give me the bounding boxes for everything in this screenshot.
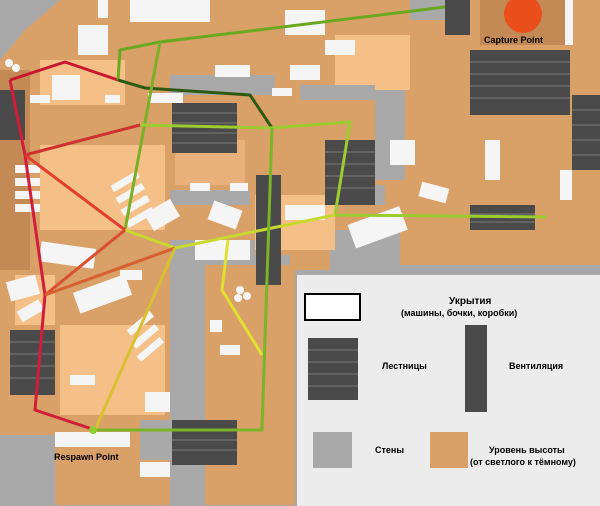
legend-walls-label: Стены	[375, 445, 405, 455]
capture-point-marker	[504, 0, 542, 33]
routes	[8, 5, 548, 432]
respawn-point-label: Respawn Point	[54, 452, 119, 462]
legend-cover-subtitle: (машины, бочки, коробки)	[401, 308, 518, 318]
legend-elevation-subtitle: (от светлого к тёмному)	[470, 457, 576, 467]
capture-point-label: Capture Point	[484, 35, 544, 45]
legend-vents-swatch	[465, 325, 487, 412]
legend-stairs-label: Лестницы	[382, 361, 427, 371]
cover-objects	[5, 0, 573, 477]
legend-elevation-swatch	[430, 432, 468, 468]
legend-elevation-title: Уровень высоты	[489, 445, 565, 455]
legend-walls-swatch	[313, 432, 352, 468]
legend-cover-title: Укрытия	[449, 296, 492, 307]
legend-cover-swatch	[304, 293, 361, 321]
legend-vents-label: Вентиляция	[509, 361, 564, 371]
legend-stairs-swatch	[308, 338, 358, 400]
respawn-point-marker	[89, 426, 97, 434]
